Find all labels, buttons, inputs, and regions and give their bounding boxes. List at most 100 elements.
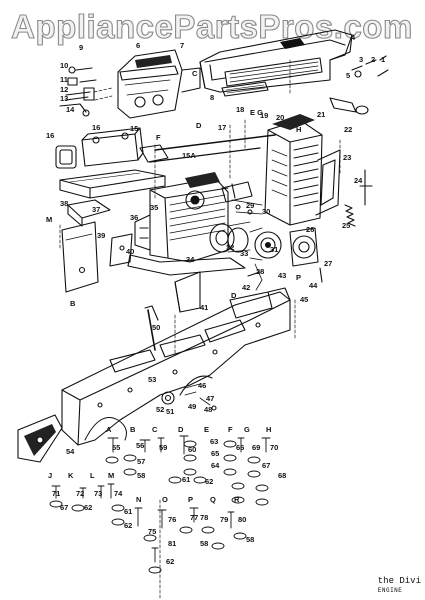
callout-41: 41 bbox=[200, 303, 208, 312]
callout-47: 47 bbox=[206, 394, 214, 403]
callout-B: B bbox=[130, 425, 136, 434]
callout-16b: 16 bbox=[92, 123, 100, 132]
engine-base-part bbox=[127, 254, 246, 276]
callout-16: 16 bbox=[46, 131, 54, 140]
callout-30: 30 bbox=[262, 207, 270, 216]
spring-25-part bbox=[344, 204, 356, 227]
plate-41-part bbox=[174, 271, 201, 313]
callout-77: 77 bbox=[190, 513, 198, 522]
small-hardware-topleft bbox=[59, 66, 113, 117]
bracket-39-part bbox=[61, 221, 99, 293]
callout-27: 27 bbox=[324, 259, 332, 268]
callout-R: R bbox=[234, 495, 240, 504]
callout-B-frame: B bbox=[70, 299, 76, 308]
callout-25: 25 bbox=[342, 221, 350, 230]
callout-62: 62 bbox=[205, 477, 213, 486]
callout-61: 61 bbox=[182, 475, 190, 484]
callout-26: 26 bbox=[306, 225, 314, 234]
callout-31: 31 bbox=[270, 245, 278, 254]
callout-4: 4 bbox=[351, 33, 356, 42]
callout-54: 54 bbox=[66, 447, 75, 456]
callout-2: 2 bbox=[371, 55, 375, 64]
callout-42: 42 bbox=[242, 283, 250, 292]
callout-18: 18 bbox=[236, 105, 244, 114]
footer-line-1: the Divi bbox=[377, 576, 421, 586]
callout-19: 19 bbox=[260, 111, 268, 120]
callout-12: 12 bbox=[60, 85, 68, 94]
callout-79: 79 bbox=[220, 515, 228, 524]
callout-81: 81 bbox=[168, 539, 176, 548]
callout-36: 36 bbox=[130, 213, 138, 222]
callout-57: 57 bbox=[137, 457, 145, 466]
watermark: AppliancePartsPros.com bbox=[0, 0, 425, 46]
callout-67b: 67 bbox=[60, 503, 68, 512]
callout-60: 60 bbox=[188, 445, 196, 454]
callout-F-mid: F bbox=[156, 133, 161, 142]
callout-67: 67 bbox=[262, 461, 270, 470]
callout-E: E bbox=[204, 425, 209, 434]
grille-strip-part bbox=[221, 81, 269, 97]
callout-14: 14 bbox=[66, 105, 75, 114]
fastener-grid bbox=[49, 435, 271, 574]
callout-13: 13 bbox=[60, 94, 68, 103]
callout-38: 38 bbox=[60, 199, 68, 208]
dash-panel-part bbox=[117, 49, 201, 119]
small-hardware-topright bbox=[351, 55, 389, 78]
callout-48: 48 bbox=[204, 405, 212, 414]
side-panel-part bbox=[315, 149, 341, 216]
callout-33: 33 bbox=[240, 249, 248, 258]
callout-32: 32 bbox=[226, 243, 234, 252]
callout-17: 17 bbox=[218, 123, 226, 132]
callout-11: 11 bbox=[60, 75, 68, 84]
engine-part bbox=[134, 172, 253, 263]
callout-P: P bbox=[188, 495, 193, 504]
callout-50: 50 bbox=[152, 323, 160, 332]
callout-10: 10 bbox=[60, 61, 68, 70]
callout-62c: 62 bbox=[124, 521, 132, 530]
callout-1: 1 bbox=[381, 55, 385, 64]
callout-62b: 62 bbox=[166, 557, 174, 566]
callout-68: 68 bbox=[278, 471, 286, 480]
footer-line-2: ENGINE bbox=[377, 587, 403, 594]
callout-15: 15 bbox=[130, 124, 138, 133]
callout-G: G bbox=[244, 425, 250, 434]
callout-P-frame: P bbox=[296, 273, 301, 282]
callout-44: 44 bbox=[309, 281, 318, 290]
misc-hardware-frame bbox=[161, 383, 217, 411]
hitch-part bbox=[17, 414, 63, 463]
battery-box-part bbox=[139, 144, 169, 163]
callout-3: 3 bbox=[359, 55, 363, 64]
callout-58: 58 bbox=[137, 471, 145, 480]
callout-21: 21 bbox=[317, 110, 325, 119]
callout-L: L bbox=[90, 471, 95, 480]
battery-tray-part bbox=[59, 169, 166, 199]
watermark-text: AppliancePartsPros.com bbox=[11, 8, 413, 45]
callout-8: 8 bbox=[210, 93, 214, 102]
callout-55: 55 bbox=[112, 443, 120, 452]
callout-69: 69 bbox=[252, 443, 260, 452]
footer-label: the Divi ENGINE bbox=[378, 576, 421, 596]
callout-49: 49 bbox=[188, 402, 196, 411]
battery-part bbox=[81, 127, 144, 167]
callout-52: 52 bbox=[156, 405, 164, 414]
callout-58c: 58 bbox=[246, 535, 254, 544]
callout-45: 45 bbox=[300, 295, 308, 304]
callout-H-mid: H bbox=[296, 125, 301, 134]
battery-holder-part bbox=[55, 145, 77, 169]
callout-56: 56 bbox=[136, 441, 144, 450]
callout-58b: 58 bbox=[200, 539, 208, 548]
bracket-37-part bbox=[67, 199, 111, 227]
callout-Q: Q bbox=[210, 495, 216, 504]
ignition-key-part bbox=[329, 97, 369, 115]
callout-M: M bbox=[108, 471, 114, 480]
callout-E-mid: E G bbox=[250, 108, 263, 117]
callout-51: 51 bbox=[166, 407, 174, 416]
callout-A: A bbox=[106, 425, 112, 434]
grille-assembly-part bbox=[264, 114, 323, 226]
callout-9: 9 bbox=[79, 43, 83, 52]
callout-73: 73 bbox=[94, 489, 102, 498]
callout-M-mid: M bbox=[46, 215, 52, 224]
callout-74: 74 bbox=[114, 489, 123, 498]
callout-78: 78 bbox=[200, 513, 208, 522]
callout-H: H bbox=[266, 425, 271, 434]
